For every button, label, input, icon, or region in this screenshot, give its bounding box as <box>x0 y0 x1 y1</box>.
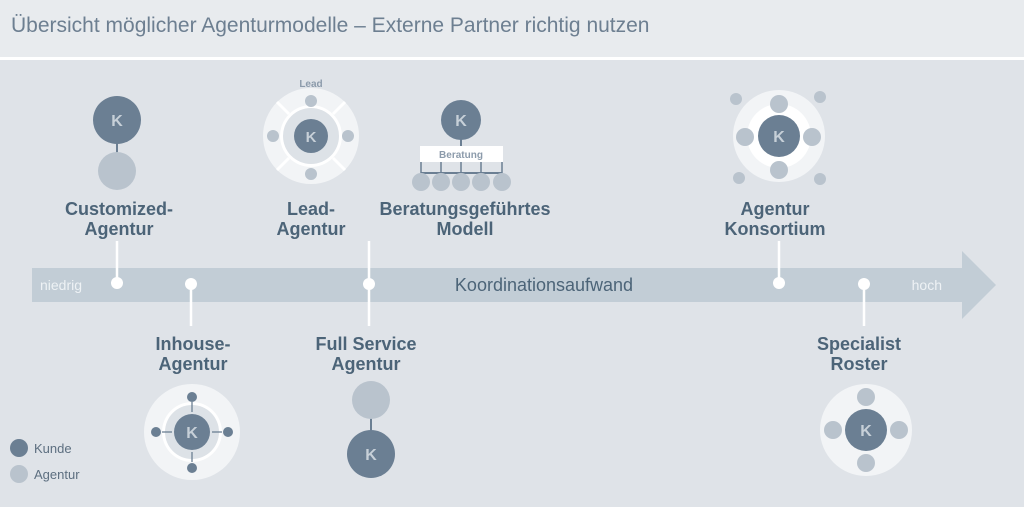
title-bar: Übersicht möglicher Agenturmodelle – Ext… <box>0 0 1024 60</box>
beratung-model-icon: K Beratung <box>412 100 511 191</box>
model-label-customized-line2: Agentur <box>85 219 154 239</box>
client-node <box>441 100 481 140</box>
legend-agency-label: Agentur <box>34 467 80 482</box>
customized-agentur-icon: K <box>93 96 141 190</box>
full-service-icon: K <box>347 381 395 478</box>
axis-marker-customized <box>111 277 123 289</box>
lead-agentur-icon: K Lead <box>263 79 359 184</box>
inhouse-agentur-icon: K <box>144 384 240 480</box>
client-node <box>347 430 395 478</box>
legend-client-label: Kunde <box>34 441 72 456</box>
client-node <box>845 409 887 451</box>
beratung-tag: Beratung <box>439 150 483 161</box>
model-label-lead-line2: Agentur <box>277 219 346 239</box>
model-label-konsortium-line2: Konsortium <box>725 219 826 239</box>
client-node <box>174 414 210 450</box>
svg-text:K: K <box>365 447 377 464</box>
legend-client-swatch <box>10 439 28 457</box>
model-label-specialist-line1: Specialist <box>817 334 901 354</box>
svg-text:K: K <box>186 425 198 442</box>
model-label-customized-line1: Customized- <box>65 199 173 219</box>
lead-tag: Lead <box>299 79 322 90</box>
svg-text:K: K <box>306 129 317 146</box>
agency-node <box>98 152 136 190</box>
legend: Kunde Agentur <box>10 439 80 483</box>
specialist-roster-icon: K <box>820 384 912 476</box>
svg-text:K: K <box>773 129 785 146</box>
client-node <box>93 96 141 144</box>
model-label-inhouse-line1: Inhouse- <box>156 334 231 354</box>
client-node <box>758 115 800 157</box>
model-label-specialist-line2: Roster <box>830 354 887 374</box>
agency-node <box>352 381 390 419</box>
model-label-beratung-line1: Beratungsgeführtes <box>379 199 550 219</box>
model-label-lead-line1: Lead- <box>287 199 335 219</box>
page-title: Übersicht möglicher Agenturmodelle – Ext… <box>11 14 650 37</box>
axis-marker-inhouse <box>185 278 197 290</box>
beratung-box <box>420 146 503 162</box>
svg-text:K: K <box>455 113 467 130</box>
svg-text:K: K <box>111 113 123 130</box>
axis-title: Koordinationsaufwand <box>455 275 633 295</box>
model-label-beratung-line2: Modell <box>437 219 494 239</box>
model-label-full-service-line1: Full Service <box>315 334 416 354</box>
axis-marker-specialist <box>858 278 870 290</box>
axis-marker-konsortium <box>773 277 785 289</box>
axis-start-label: niedrig <box>40 277 82 293</box>
model-label-konsortium-line1: Agentur <box>741 199 810 219</box>
konsortium-icon: K <box>730 90 826 185</box>
client-node <box>294 119 328 153</box>
legend-agency-swatch <box>10 465 28 483</box>
model-label-inhouse-line2: Agentur <box>159 354 228 374</box>
axis-end-label: hoch <box>912 277 942 293</box>
model-label-full-service-line2: Agentur <box>332 354 401 374</box>
axis-arrow <box>32 251 996 319</box>
axis-marker-full-service <box>363 278 375 290</box>
svg-text:K: K <box>860 423 872 440</box>
